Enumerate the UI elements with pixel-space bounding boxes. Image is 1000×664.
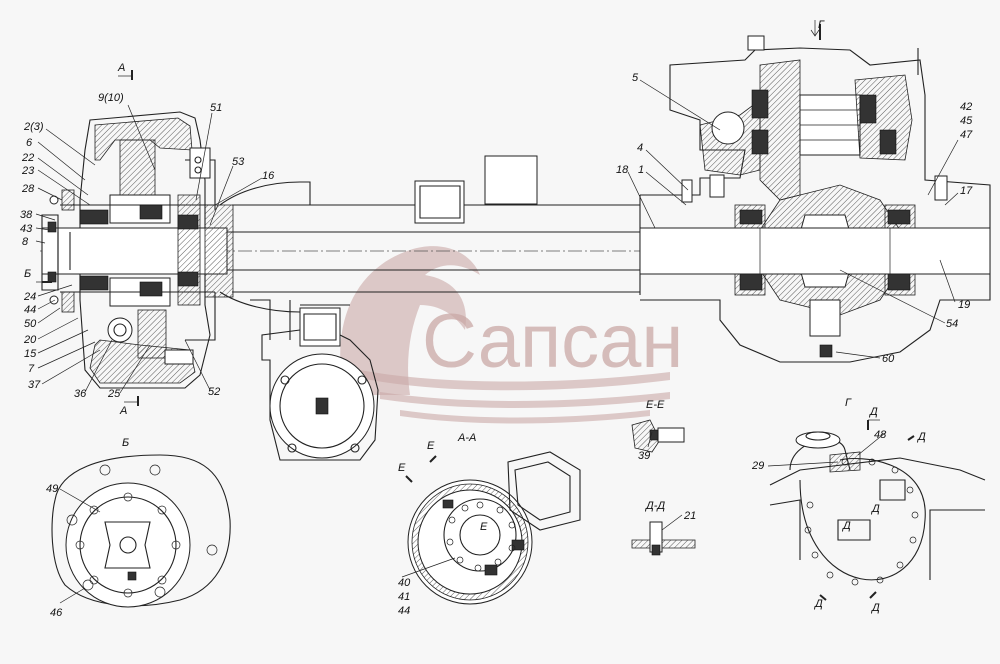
section-letter-labels: А А Б Б Г Г А-А Е-Е Д-Д Е Е Е Д Д Д Д Д … (24, 19, 926, 614)
section-b-left: Б (24, 268, 31, 280)
label-37: 37 (28, 379, 41, 391)
section-d-5: Д (813, 598, 823, 610)
label-38: 38 (20, 209, 33, 221)
watermark-swoosh-1 (360, 370, 670, 391)
label-16: 16 (262, 170, 275, 182)
view-g-housing (769, 431, 986, 586)
label-18: 18 (616, 164, 629, 176)
label-5: 5 (632, 72, 639, 84)
brake-chamber (261, 307, 379, 461)
label-28: 28 (21, 183, 35, 195)
label-22: 22 (21, 152, 34, 164)
label-50: 50 (24, 318, 37, 330)
section-e-1: Е (398, 462, 406, 474)
label-45: 45 (960, 115, 973, 127)
label-23: 23 (21, 165, 35, 177)
view-dd-title: Д-Д (644, 500, 665, 512)
label-40: 40 (398, 577, 411, 589)
view-aa-brake (407, 451, 581, 605)
label-41: 41 (398, 591, 410, 603)
label-4: 4 (637, 142, 643, 154)
view-b-flange (51, 454, 231, 608)
label-1: 1 (638, 164, 644, 176)
flange-bolt-circle (75, 492, 181, 598)
label-15: 15 (24, 348, 37, 360)
label-20: 20 (23, 334, 37, 346)
watermark-falcon-logo (340, 246, 480, 395)
label-44b: 44 (398, 605, 410, 617)
view-g-title: Г (845, 397, 852, 409)
label-9-10: 9(10) (98, 92, 124, 104)
part-labels: 2(3) 6 22 23 28 38 43 8 24 44 50 20 15 7… (20, 72, 973, 619)
label-44: 44 (24, 304, 36, 316)
section-e-2: Е (427, 440, 435, 452)
watermark: Сапсан (340, 246, 683, 424)
label-24: 24 (23, 291, 36, 303)
label-48: 48 (874, 429, 887, 441)
section-markers (36, 20, 915, 601)
section-e-3: Е (480, 521, 488, 533)
section-d-4: Д (841, 520, 851, 532)
label-36: 36 (74, 388, 87, 400)
label-53: 53 (232, 156, 245, 168)
label-42: 42 (960, 101, 972, 113)
label-39: 39 (638, 450, 650, 462)
main-gear-differential (639, 24, 991, 363)
label-60: 60 (882, 353, 895, 365)
watermark-text: Сапсан (422, 299, 683, 384)
brake-bolt-circle (446, 501, 516, 572)
section-a-bottom: А (119, 405, 127, 417)
label-46: 46 (50, 607, 63, 619)
label-47: 47 (960, 129, 973, 141)
label-29: 29 (751, 460, 764, 472)
tube-bracket-right (484, 155, 538, 205)
label-25: 25 (107, 388, 121, 400)
view-b-title: Б (122, 437, 129, 449)
label-19: 19 (958, 299, 970, 311)
label-54: 54 (946, 318, 958, 330)
wheel-hub-assembly (41, 111, 234, 389)
view-dd-detail (631, 521, 696, 556)
watermark-swoosh-2 (380, 392, 670, 408)
view-ee-title: Е-Е (646, 399, 665, 411)
section-d-3: Д (870, 503, 880, 515)
label-2-3: 2(3) (23, 121, 44, 133)
label-7: 7 (28, 363, 35, 375)
section-d-6: Д (870, 602, 880, 614)
section-g-top: Г (818, 19, 825, 31)
leader-lines (35, 79, 959, 604)
label-49: 49 (46, 483, 58, 495)
section-a-top: А (117, 62, 125, 74)
label-51: 51 (210, 102, 222, 114)
label-21: 21 (683, 510, 696, 522)
view-ee-detail (631, 419, 685, 453)
label-43: 43 (20, 223, 33, 235)
label-52: 52 (208, 386, 220, 398)
section-d-2: Д (916, 431, 926, 443)
tube-bracket-left (414, 180, 465, 224)
housing-bolt-circle (804, 458, 919, 586)
watermark-swoosh-3 (400, 410, 650, 424)
label-17: 17 (960, 185, 973, 197)
view-aa-title: А-А (457, 432, 476, 444)
label-6: 6 (26, 137, 33, 149)
section-d-1: Д (868, 406, 878, 418)
label-8: 8 (22, 236, 29, 248)
